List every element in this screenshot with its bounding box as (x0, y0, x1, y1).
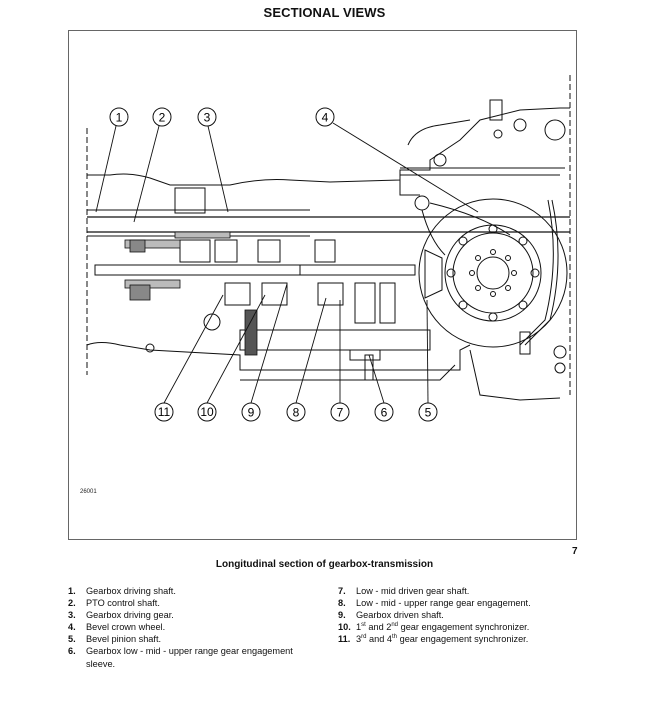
callout-label: 8 (293, 406, 300, 420)
legend-item: 3.Gearbox driving gear. (68, 610, 174, 621)
callout-label: 6 (381, 406, 388, 420)
callout-2: 2 (152, 107, 172, 127)
legend-item: 2.PTO control shaft. (68, 598, 160, 609)
legend-item: 10.1st and 2nd gear engagement synchroni… (338, 622, 530, 633)
bevel-pinion (424, 249, 443, 299)
bevel-crown-wheel (418, 198, 568, 348)
figure-code: 26001 (80, 489, 97, 495)
callout-5: 5 (418, 402, 438, 422)
leader-lines (95, 122, 479, 404)
legend-right: 7.Low - mid driven gear shaft. 8.Low - m… (338, 585, 598, 645)
callouts: 1 2 3 4 5 6 7 8 9 10 11 (109, 107, 438, 422)
callout-label: 5 (425, 406, 432, 420)
figure-number: 7 (572, 546, 578, 557)
gearbox-section-drawing: 1 2 3 4 5 6 7 8 9 10 11 (86, 75, 571, 422)
callout-3: 3 (197, 107, 217, 127)
callout-9: 9 (241, 402, 261, 422)
low-mid-driven-shaft (239, 329, 431, 351)
legend-item: 4.Bevel crown wheel. (68, 622, 166, 633)
figure-caption: Longitudinal section of gearbox-transmis… (215, 559, 434, 570)
spring-coupling (203, 313, 221, 331)
linkage-arm (519, 199, 554, 346)
figure-frame (68, 30, 577, 540)
crown-wheel-bolts (446, 224, 540, 322)
callout-label: 11 (158, 405, 171, 419)
legend-left: 1.Gearbox driving shaft. 2.PTO control s… (68, 585, 318, 670)
pinion-bearing-cap (414, 195, 430, 211)
callout-8: 8 (286, 402, 306, 422)
page-title: SECTIONAL VIEWS (263, 5, 386, 20)
callout-label: 4 (322, 111, 329, 125)
housing-outline-bottom (86, 342, 471, 371)
legend-item: 7.Low - mid driven gear shaft. (338, 586, 470, 596)
callout-1: 1 (109, 107, 129, 127)
callout-label: 1 (116, 111, 123, 125)
legend-item: 9.Gearbox driven shaft. (338, 610, 444, 621)
callout-7: 7 (330, 402, 350, 422)
callout-11: 11 (154, 402, 174, 422)
callout-label: 7 (337, 406, 344, 420)
legend-item: 1.Gearbox driving shaft. (68, 586, 176, 596)
housing-outline-top (87, 107, 570, 186)
callout-4: 4 (315, 107, 335, 127)
legend-item: 5.Bevel pinion shaft. (68, 634, 162, 645)
callout-6: 6 (374, 402, 394, 422)
callout-10: 10 (197, 402, 217, 422)
callout-label: 10 (200, 405, 214, 419)
callout-label: 2 (159, 111, 166, 125)
callout-label: 3 (204, 111, 211, 125)
hatched-bearings (124, 231, 258, 356)
legend-item: 11.3rd and 4th gear engagement synchroni… (338, 634, 529, 645)
legend-item: 6.Gearbox low - mid - upper range gear e… (68, 646, 293, 669)
callout-label: 9 (248, 406, 255, 420)
legend-item: 8.Low - mid - upper range gear engagemen… (338, 598, 531, 609)
gearbox-driven-shaft (94, 264, 416, 276)
